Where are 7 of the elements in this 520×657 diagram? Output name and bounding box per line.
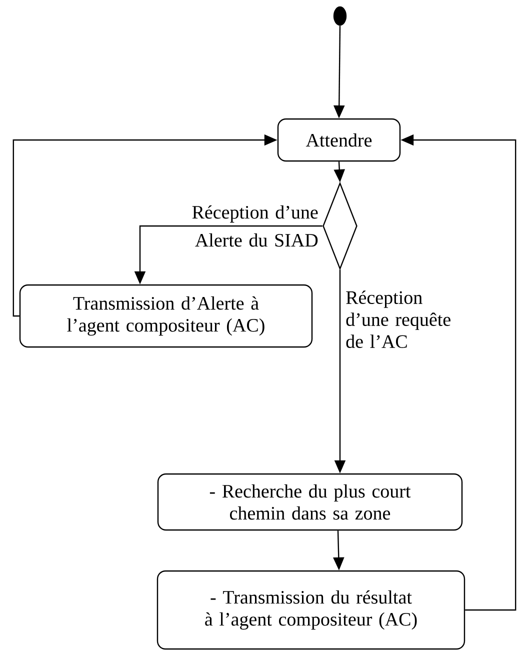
state-box: Transmission d’Alerte à l’agent compositeur (AC) (19, 284, 313, 348)
state-box: - Transmission du résultat à l’agent compositeur (AC) (156, 570, 466, 650)
edge-label: Réception d’une requête de l’AC (346, 290, 450, 348)
edge-label: Réception d’une Alerte du SIAD (192, 205, 318, 247)
state-box: - Recherche du plus court chemin dans sa zone (157, 473, 463, 531)
state-box: Attendre (277, 118, 401, 162)
start-dot (333, 6, 347, 26)
